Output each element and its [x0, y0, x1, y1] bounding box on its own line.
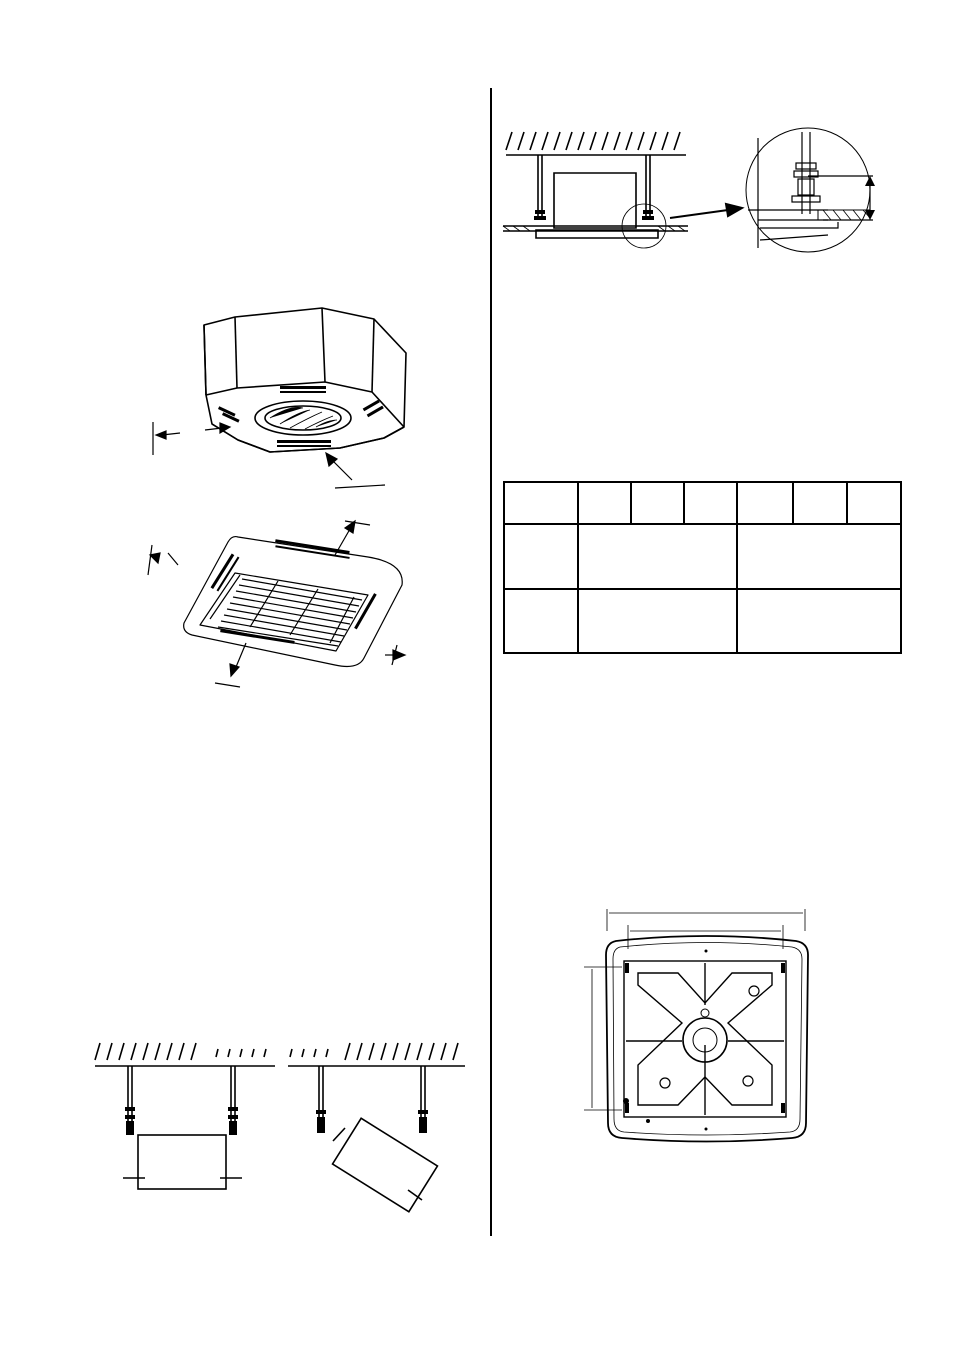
table-cell: [577, 523, 738, 590]
table-cell: [736, 481, 794, 525]
table-cell: [503, 481, 579, 525]
table-row: [503, 523, 902, 590]
unit-body-isometric-figure: [152, 307, 407, 489]
table-header-row: [503, 481, 902, 525]
dimension-table: [503, 481, 902, 654]
table-cell: [630, 481, 685, 525]
table-cell: [846, 481, 902, 525]
table-cell: [792, 481, 848, 525]
table-cell: [577, 481, 632, 525]
table-cell: [503, 523, 579, 590]
table-cell: [577, 588, 738, 654]
panel-isometric-figure: [147, 519, 407, 688]
table-cell: [736, 588, 902, 654]
column-divider: [490, 88, 492, 1236]
table-cell: [683, 481, 738, 525]
table-cell: [503, 588, 579, 654]
table-cell: [736, 523, 902, 590]
unit-top-view-figure: [584, 909, 809, 1143]
table-row: [503, 588, 902, 654]
ceiling-mounting-figure: [502, 127, 875, 253]
hanging-bolts-figure: [94, 1042, 465, 1213]
